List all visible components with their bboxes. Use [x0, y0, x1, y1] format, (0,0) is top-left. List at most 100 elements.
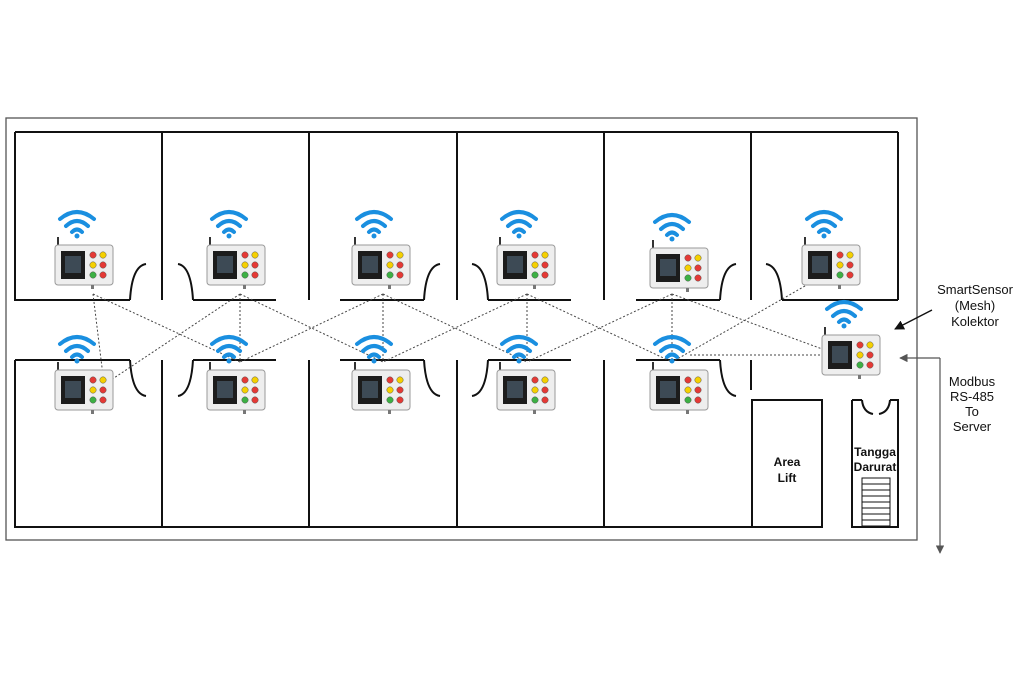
cable-gland [838, 285, 841, 289]
indicator-led [99, 396, 107, 404]
indicator-led [541, 251, 549, 259]
indicator-led [531, 396, 539, 404]
screen-display [660, 259, 676, 276]
indicator-led [251, 376, 259, 384]
indicator-led [251, 271, 259, 279]
indicator-led [396, 396, 404, 404]
indicator-led [846, 261, 854, 269]
indicator-led [396, 261, 404, 269]
indicator-led [89, 376, 97, 384]
indicator-led [856, 351, 864, 359]
indicator-led [866, 341, 874, 349]
cable-gland [686, 410, 689, 414]
indicator-led [684, 254, 692, 262]
screen-display [812, 256, 828, 273]
indicator-led [836, 261, 844, 269]
modbus-label-line-3: To [965, 404, 979, 419]
building-outline [5, 117, 918, 541]
wifi-icon [210, 335, 248, 364]
screen-display [832, 346, 848, 363]
sensor-device-top-5 [649, 213, 709, 292]
indicator-led [531, 376, 539, 384]
screen-display [362, 381, 378, 398]
cable-gland [243, 410, 246, 414]
walls [14, 131, 899, 528]
cable-gland [388, 285, 391, 289]
antenna [57, 237, 59, 249]
indicator-led [531, 251, 539, 259]
sensor-device-top-2 [206, 210, 266, 289]
cable-gland [686, 288, 689, 292]
cable-gland [533, 410, 536, 414]
screen-display [65, 381, 81, 398]
sensor-device-bottom-3 [351, 335, 411, 414]
indicator-led [396, 271, 404, 279]
modbus-label-line-1: Modbus [949, 374, 996, 389]
wifi-icon [500, 335, 538, 364]
indicator-led [89, 396, 97, 404]
indicator-led [846, 271, 854, 279]
indicator-led [531, 261, 539, 269]
indicator-led [684, 376, 692, 384]
antenna [499, 362, 501, 374]
indicator-led [241, 376, 249, 384]
wifi-icon [653, 213, 691, 242]
indicator-led [241, 251, 249, 259]
indicator-led [386, 386, 394, 394]
indicator-led [241, 396, 249, 404]
wifi-icon [825, 300, 863, 329]
wifi-icon [210, 210, 248, 239]
antenna [652, 240, 654, 252]
indicator-led [99, 271, 107, 279]
screen-display [217, 381, 233, 398]
doors [129, 263, 891, 415]
antenna [209, 362, 211, 374]
indicator-led [396, 376, 404, 384]
lift-label-line-2: Lift [778, 471, 797, 485]
indicator-led [99, 386, 107, 394]
wifi-icon [58, 335, 96, 364]
indicator-led [846, 251, 854, 259]
indicator-led [531, 386, 539, 394]
antenna [209, 237, 211, 249]
indicator-led [386, 261, 394, 269]
indicator-led [856, 341, 864, 349]
cable-gland [858, 375, 861, 379]
antenna [57, 362, 59, 374]
indicator-led [866, 361, 874, 369]
cable-gland [91, 285, 94, 289]
cable-gland [388, 410, 391, 414]
indicator-led [541, 396, 549, 404]
indicator-led [89, 251, 97, 259]
antenna [354, 237, 356, 249]
modbus-label-line-2: RS-485 [950, 389, 994, 404]
antenna [804, 237, 806, 249]
indicator-led [386, 271, 394, 279]
wifi-icon [58, 210, 96, 239]
screen-display [65, 256, 81, 273]
indicator-led [684, 386, 692, 394]
cable-gland [243, 285, 246, 289]
indicator-led [684, 396, 692, 404]
antenna [499, 237, 501, 249]
indicator-led [386, 376, 394, 384]
sensor-device-bottom-5 [649, 335, 709, 414]
sensor-device-top-4 [496, 210, 556, 289]
antenna [824, 327, 826, 339]
wifi-icon [653, 335, 691, 364]
sensor-device-bottom-4 [496, 335, 556, 414]
indicator-led [251, 251, 259, 259]
sensor-device-top-3 [351, 210, 411, 289]
indicator-led [694, 264, 702, 272]
cable-gland [533, 285, 536, 289]
indicator-led [396, 251, 404, 259]
indicator-led [694, 396, 702, 404]
indicator-led [251, 396, 259, 404]
collector-label-line-1: SmartSensor [937, 282, 1014, 297]
screen-display [362, 256, 378, 273]
wifi-icon [500, 210, 538, 239]
indicator-led [241, 386, 249, 394]
indicator-led [836, 251, 844, 259]
indicator-led [251, 386, 259, 394]
indicator-led [241, 261, 249, 269]
